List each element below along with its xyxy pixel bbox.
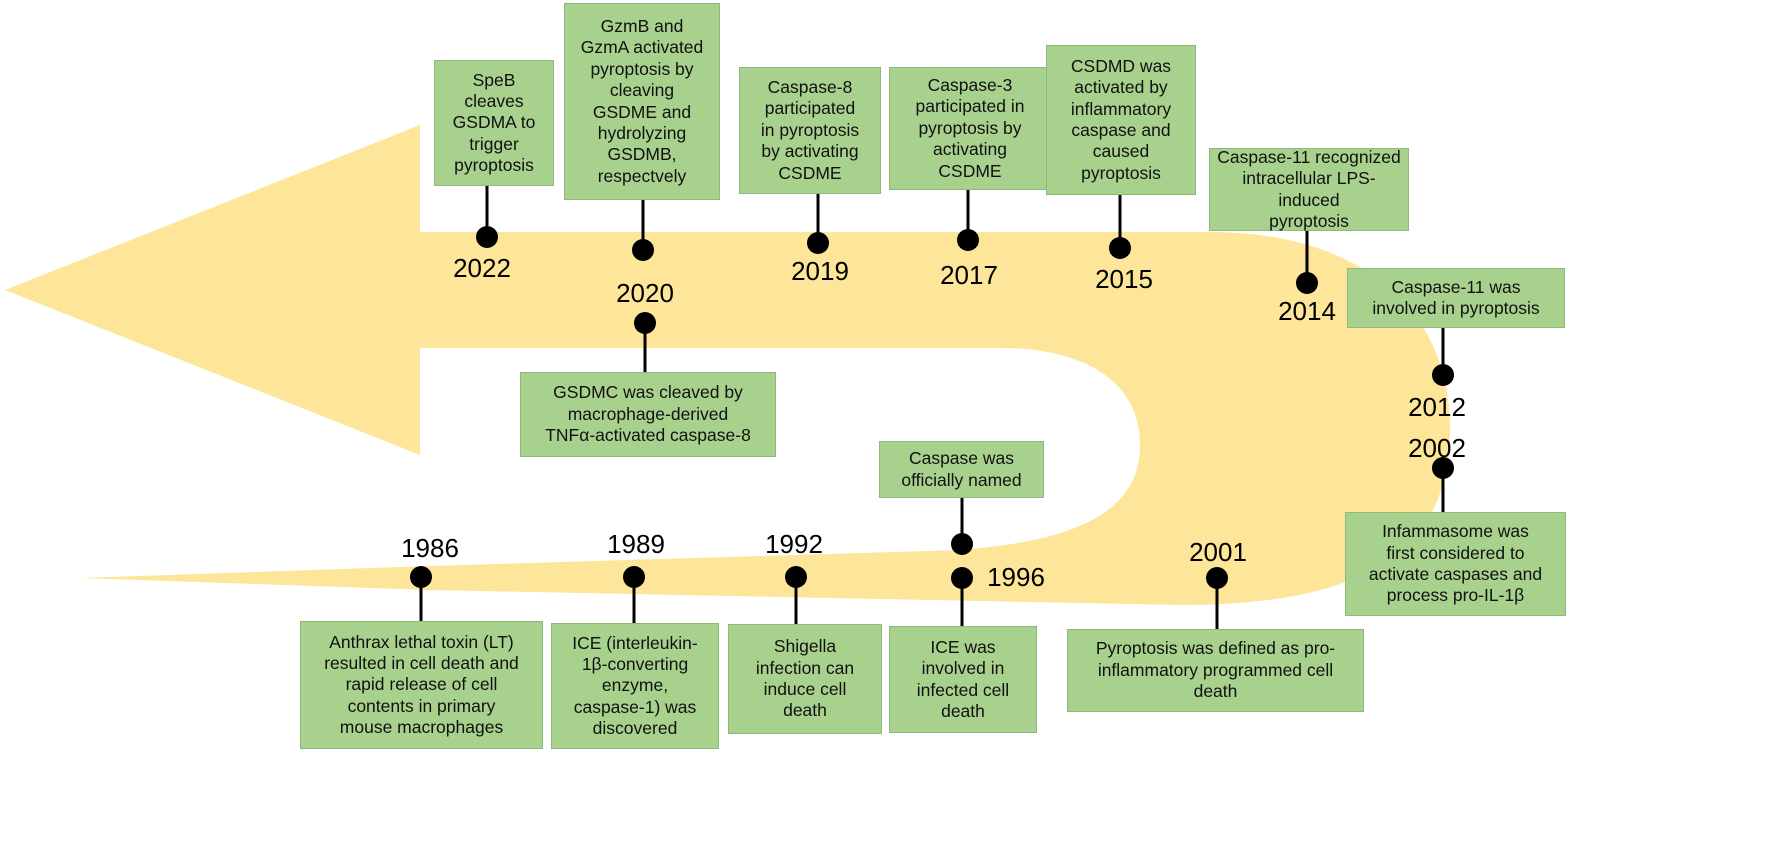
year-label-2001: 2001	[1189, 537, 1247, 567]
event-box-2002: Infammasome was first considered to acti…	[1345, 512, 1566, 616]
year-label-2022: 2022	[453, 253, 511, 283]
event-box-2022: SpeB cleaves GSDMA to trigger pyroptosis	[434, 60, 554, 186]
dot-2015	[1109, 237, 1131, 259]
event-box-2014: Caspase-11 recognized intracellular LPS-…	[1209, 147, 1409, 231]
year-label-2015: 2015	[1095, 264, 1153, 294]
dot-1996-ice	[951, 567, 973, 589]
year-label-2012: 2012	[1408, 392, 1466, 422]
event-box-1986: Anthrax lethal toxin (LT) resulted in ce…	[300, 621, 543, 749]
year-label-2017: 2017	[940, 260, 998, 290]
year-label-2002: 2002	[1408, 433, 1466, 463]
event-box-2012: Caspase-11 was involved in pyroptosis	[1347, 268, 1565, 328]
dot-1986	[410, 566, 432, 588]
year-label-1986: 1986	[401, 533, 459, 563]
dot-2014	[1296, 272, 1318, 294]
dot-2019	[807, 232, 829, 254]
event-box-1992: Shigella infection can induce cell death	[728, 624, 882, 734]
event-box-2017: Caspase-3 participated in pyroptosis by …	[889, 67, 1051, 190]
curved-timeline-arrow	[5, 125, 1450, 605]
dot-2022	[476, 226, 498, 248]
event-box-2001: Pyroptosis was defined as pro- inflammat…	[1067, 629, 1364, 712]
event-box-1996-caspase-named: Caspase was officially named	[879, 441, 1044, 498]
year-label-1989: 1989	[607, 529, 665, 559]
year-label-2014: 2014	[1278, 296, 1336, 326]
dot-2002	[1432, 457, 1454, 479]
dot-1996-caspase-named	[951, 533, 973, 555]
dot-2017	[957, 229, 979, 251]
dot-2020-gsdmc	[634, 312, 656, 334]
event-box-2019: Caspase-8 participated in pyroptosis by …	[739, 67, 881, 194]
event-box-2015: CSDMD was activated by inflammatory casp…	[1046, 45, 1196, 195]
year-label-2020-gzm: 2020	[616, 278, 674, 308]
event-box-2020-gzm: GzmB and GzmA activated pyroptosis by cl…	[564, 3, 720, 200]
dot-1989	[623, 566, 645, 588]
year-label-1992: 1992	[765, 529, 823, 559]
dot-2001	[1206, 567, 1228, 589]
dot-1992	[785, 566, 807, 588]
event-box-2020-gsdmc: GSDMC was cleaved by macrophage-derived …	[520, 372, 776, 457]
timeline-dots	[410, 226, 1454, 589]
year-label-1996: 1996	[987, 562, 1045, 592]
event-box-1996-ice: ICE was involved in infected cell death	[889, 626, 1037, 733]
dot-2020-gzm	[632, 239, 654, 261]
year-label-2019: 2019	[791, 256, 849, 286]
dot-2012	[1432, 364, 1454, 386]
event-box-1989: ICE (interleukin- 1β-converting enzyme, …	[551, 623, 719, 749]
